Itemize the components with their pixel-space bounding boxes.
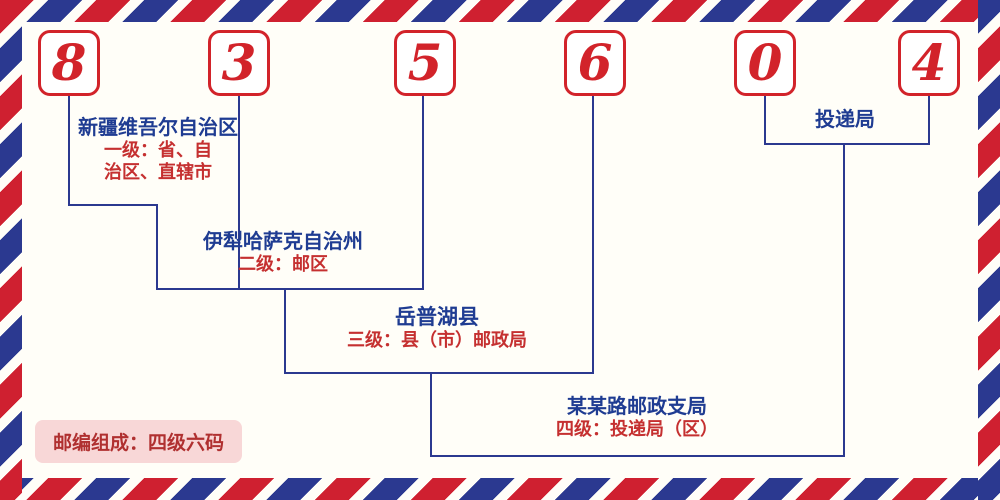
connector-line: [430, 455, 845, 457]
connector-line: [764, 143, 930, 145]
level-4-desc: 四级：投递局（区）: [556, 419, 718, 440]
level-2-desc: 二级：邮区: [238, 254, 328, 275]
connector-line: [592, 96, 594, 374]
digit-box-1: 8: [38, 30, 100, 96]
digit-box-6: 4: [898, 30, 960, 96]
delivery-office-block: 投递局: [785, 106, 905, 132]
connector-line: [68, 96, 70, 206]
digit-2: 3: [221, 33, 257, 92]
digit-box-5: 0: [734, 30, 796, 96]
airmail-border-top: [0, 0, 1000, 22]
connector-line: [430, 372, 432, 457]
digit-6: 4: [911, 33, 947, 92]
airmail-border-left: [0, 0, 22, 500]
level-4-block: 某某路邮政支局 四级：投递局（区）: [517, 393, 757, 441]
connector-line: [68, 204, 158, 206]
digit-5: 0: [747, 33, 783, 92]
digit-box-3: 5: [394, 30, 456, 96]
level-1-region: 新疆维吾尔自治区: [78, 115, 238, 139]
digit-box-2: 3: [208, 30, 270, 96]
digit-4: 6: [577, 33, 613, 92]
connector-line: [764, 96, 766, 145]
airmail-border-right: [978, 0, 1000, 500]
connector-line: [238, 96, 240, 290]
connector-line: [156, 204, 158, 290]
connector-line: [156, 288, 424, 290]
level-4-region: 某某路邮政支局: [567, 394, 707, 418]
connector-line: [284, 288, 286, 374]
connector-line: [284, 372, 594, 374]
connector-line: [843, 143, 845, 457]
level-2-block: 伊犁哈萨克自治州 二级：邮区: [173, 228, 393, 276]
airmail-border-bottom: [0, 478, 1000, 500]
level-1-desc-line1: 一级：省、自: [104, 140, 212, 161]
digit-3: 5: [407, 33, 443, 92]
level-3-desc: 三级：县（市）邮政局: [347, 330, 527, 351]
digit-box-4: 6: [564, 30, 626, 96]
connector-line: [422, 96, 424, 290]
level-1-desc-line2: 治区、直辖市: [104, 162, 212, 183]
level-2-region: 伊犁哈萨克自治州: [203, 229, 363, 253]
delivery-office-label: 投递局: [815, 107, 875, 131]
level-3-region: 岳普湖县: [395, 305, 479, 329]
digit-1: 8: [51, 33, 87, 92]
level-1-block: 新疆维吾尔自治区 一级：省、自 治区、直辖市: [52, 114, 264, 184]
footer-badge: 邮编组成：四级六码: [35, 420, 243, 463]
level-3-block: 岳普湖县 三级：县（市）邮政局: [317, 304, 557, 352]
connector-line: [928, 96, 930, 145]
